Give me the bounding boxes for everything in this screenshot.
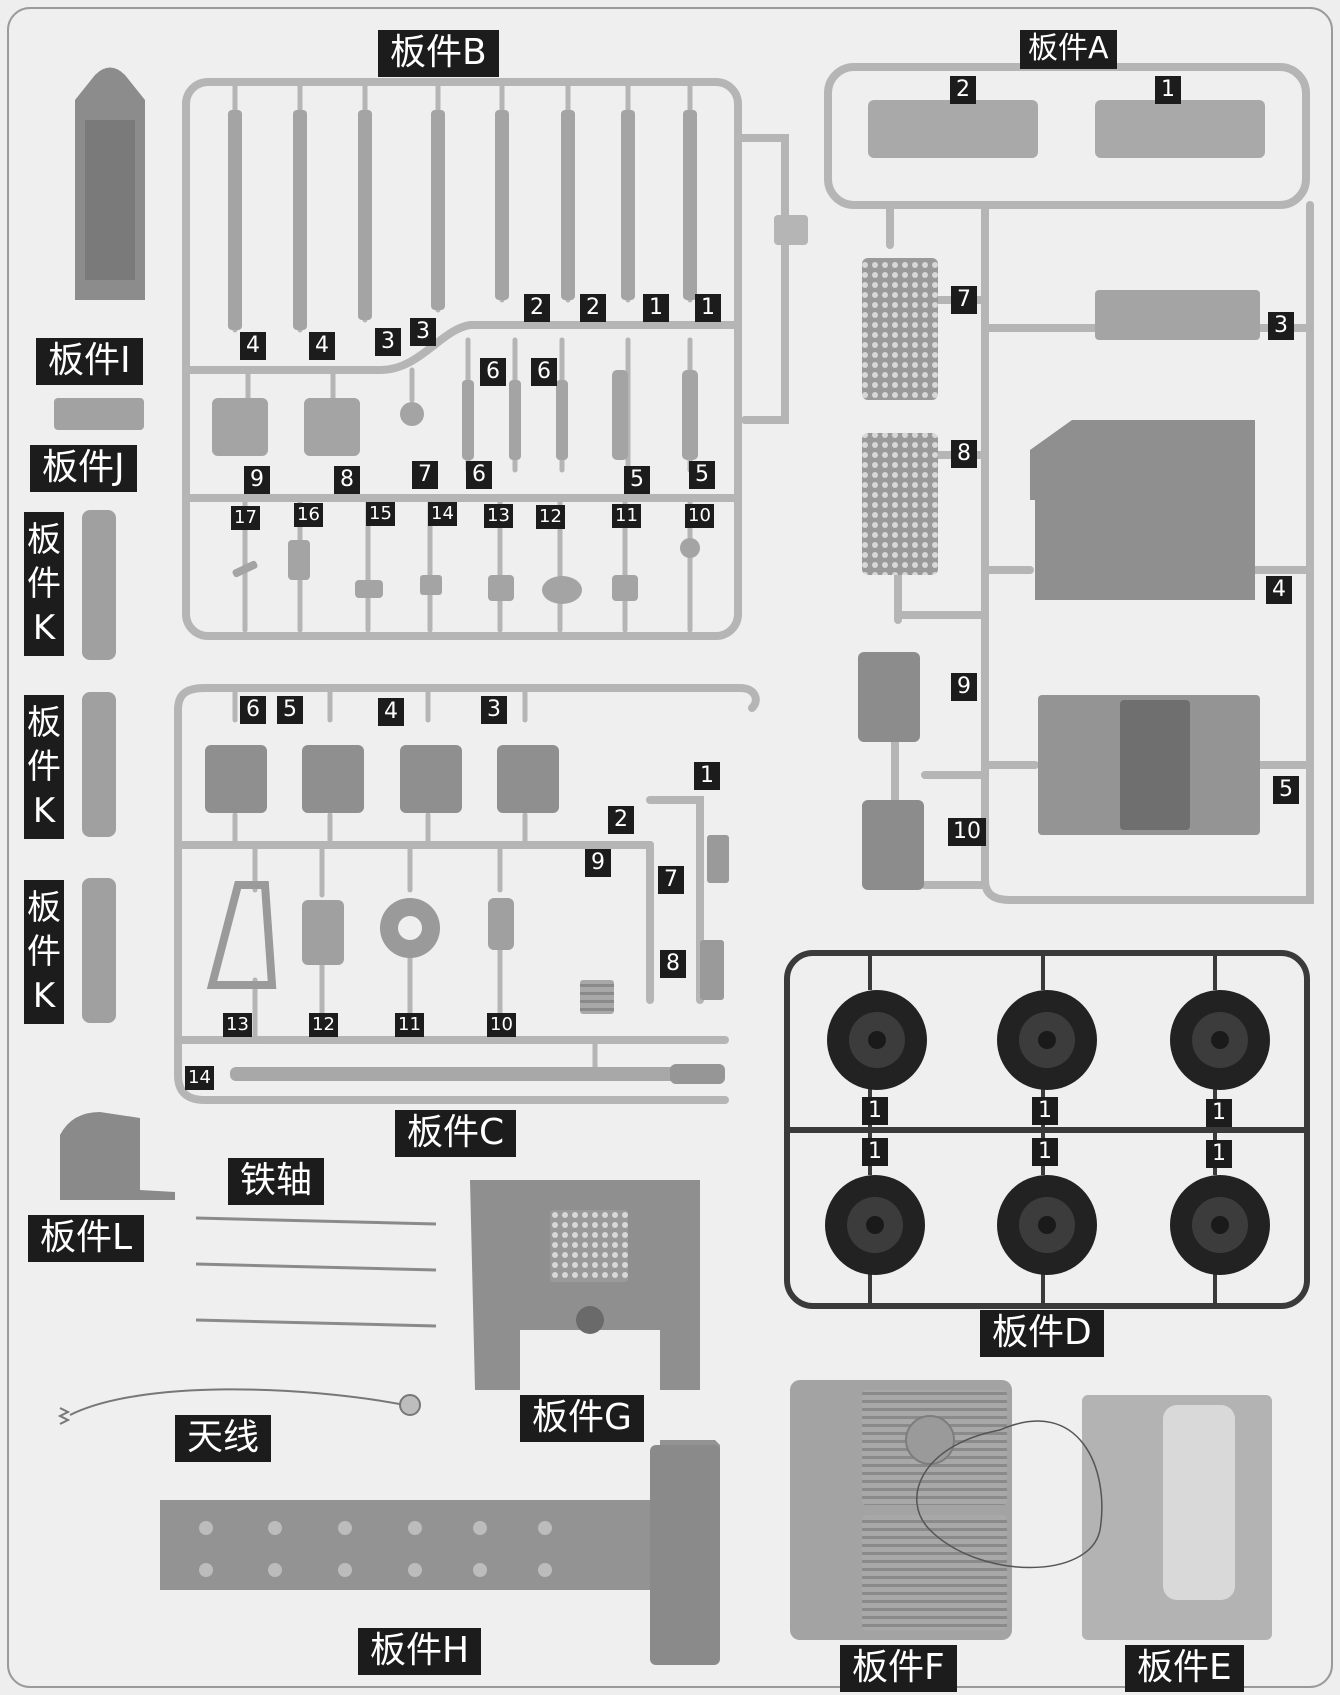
antenna-label: 天线 bbox=[175, 1415, 272, 1462]
part-number: 13 bbox=[484, 504, 513, 528]
part-number: 15 bbox=[366, 502, 395, 526]
part-number: 8 bbox=[951, 440, 977, 468]
sprue-c bbox=[174, 684, 760, 1104]
sheet-j-label: 板件J bbox=[30, 445, 137, 492]
part-number: 7 bbox=[951, 286, 977, 314]
part-number: 12 bbox=[309, 1013, 338, 1037]
wheel-set bbox=[825, 990, 1270, 1275]
part-number: 2 bbox=[580, 294, 606, 322]
part-number: 10 bbox=[685, 504, 714, 528]
part-number: 1 bbox=[643, 294, 669, 322]
sheet-b-label: 板件B bbox=[378, 30, 499, 77]
part-l bbox=[60, 1112, 175, 1200]
part-number: 1 bbox=[862, 1097, 888, 1125]
part-number: 9 bbox=[951, 673, 977, 701]
part-number: 1 bbox=[1206, 1140, 1232, 1168]
part-e bbox=[1082, 1395, 1272, 1640]
part-number: 1 bbox=[1155, 76, 1181, 104]
part-number: 1 bbox=[1032, 1097, 1058, 1125]
part-g bbox=[470, 1180, 700, 1390]
antenna-part bbox=[57, 1388, 421, 1425]
part-number: 3 bbox=[481, 696, 507, 724]
sheet-k-label: 板件K bbox=[24, 695, 64, 839]
part-number: 1 bbox=[862, 1138, 888, 1166]
part-i bbox=[75, 67, 145, 300]
sheet-k-label: 板件K bbox=[24, 512, 64, 656]
sheet-l-label: 板件L bbox=[28, 1215, 145, 1262]
sheet-c-label: 板件C bbox=[395, 1110, 517, 1157]
part-number: 7 bbox=[412, 461, 438, 489]
sprue-c-parts bbox=[205, 745, 729, 1084]
part-number: 9 bbox=[585, 849, 611, 877]
part-number: 11 bbox=[612, 504, 641, 528]
part-number: 2 bbox=[524, 294, 550, 322]
part-number: 5 bbox=[624, 466, 650, 494]
sheet-i-label: 板件I bbox=[36, 338, 143, 385]
part-f bbox=[790, 1380, 1012, 1640]
axles bbox=[195, 1216, 437, 1328]
part-number: 16 bbox=[294, 503, 323, 527]
antenna-loop bbox=[916, 1420, 1103, 1569]
sheet-g-label: 板件G bbox=[520, 1395, 644, 1442]
part-number: 4 bbox=[240, 332, 266, 360]
part-number: 6 bbox=[480, 358, 506, 386]
sprue-b-parts bbox=[212, 110, 700, 604]
part-number: 11 bbox=[395, 1013, 424, 1037]
part-number: 5 bbox=[277, 696, 303, 724]
axle-label: 铁轴 bbox=[228, 1158, 325, 1205]
part-number: 5 bbox=[689, 461, 715, 489]
part-number: 6 bbox=[466, 461, 492, 489]
part-number: 8 bbox=[660, 950, 686, 978]
part-number: 4 bbox=[309, 332, 335, 360]
sprue-a-parts bbox=[858, 100, 1265, 890]
part-number: 4 bbox=[378, 698, 404, 726]
part-number: 5 bbox=[1273, 776, 1299, 804]
part-number: 17 bbox=[231, 506, 260, 530]
part-number: 2 bbox=[950, 76, 976, 104]
part-number: 6 bbox=[531, 358, 557, 386]
part-number: 1 bbox=[1206, 1099, 1232, 1127]
part-number: 1 bbox=[1032, 1138, 1058, 1166]
part-number: 10 bbox=[487, 1013, 516, 1037]
part-number: 13 bbox=[223, 1013, 252, 1037]
part-h bbox=[160, 1440, 720, 1665]
part-number: 6 bbox=[240, 696, 266, 724]
part-number: 14 bbox=[185, 1066, 214, 1090]
sheet-e-label: 板件E bbox=[1125, 1645, 1244, 1692]
part-number: 3 bbox=[1268, 312, 1294, 340]
part-k-set bbox=[82, 510, 116, 1023]
part-number: 10 bbox=[948, 818, 986, 846]
sheet-k-label: 板件K bbox=[24, 880, 64, 1024]
part-number: 4 bbox=[1266, 576, 1292, 604]
sheet-f-label: 板件F bbox=[840, 1645, 957, 1692]
sheet-a-label: 板件A bbox=[1020, 30, 1117, 69]
sheet-h-label: 板件H bbox=[358, 1628, 482, 1675]
sheet-d-label: 板件D bbox=[980, 1310, 1104, 1357]
part-j bbox=[54, 398, 144, 430]
part-number: 1 bbox=[695, 294, 721, 322]
part-number: 3 bbox=[410, 318, 436, 346]
part-number: 9 bbox=[244, 466, 270, 494]
part-number: 14 bbox=[428, 502, 457, 526]
part-number: 7 bbox=[658, 866, 684, 894]
part-number: 8 bbox=[334, 466, 360, 494]
part-number: 2 bbox=[608, 806, 634, 834]
part-number: 12 bbox=[536, 505, 565, 529]
part-number: 1 bbox=[694, 762, 720, 790]
part-number: 3 bbox=[375, 328, 401, 356]
